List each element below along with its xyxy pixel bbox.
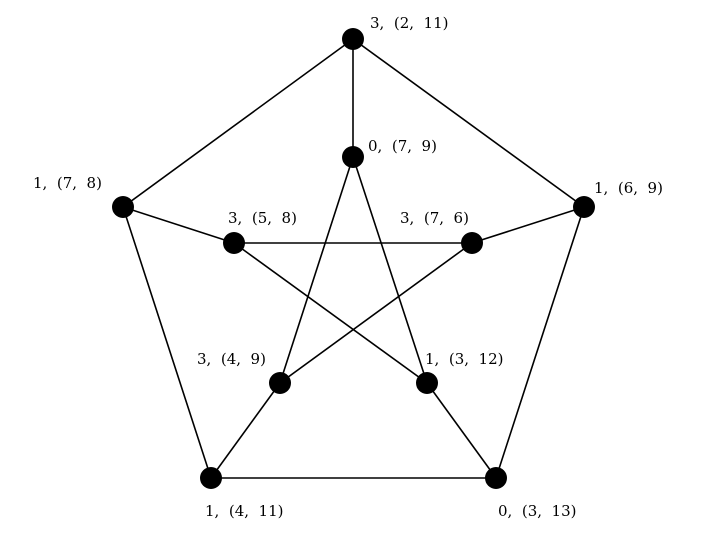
node-label-H: 1, (3, 12)	[425, 350, 504, 368]
edge-D-E	[122, 206, 212, 479]
edge-F-I	[279, 156, 354, 384]
node-label-D: 1, (4, 11)	[205, 502, 284, 520]
edge-E-A	[122, 38, 354, 208]
edge-B-C	[495, 206, 585, 479]
node-H	[416, 372, 438, 394]
node-B	[573, 196, 595, 218]
node-I	[269, 372, 291, 394]
node-D	[200, 467, 222, 489]
node-C	[485, 467, 507, 489]
node-E	[112, 196, 134, 218]
edge-G-I	[279, 242, 473, 384]
edge-J-H	[233, 242, 428, 384]
edge-F-H	[352, 156, 428, 384]
node-label-J: 3, (5, 8)	[228, 209, 297, 227]
node-F	[342, 146, 364, 168]
node-label-A: 3, (2, 11)	[370, 14, 449, 32]
node-A	[342, 28, 364, 50]
edge-E-J	[122, 206, 235, 244]
edge-A-B	[352, 38, 585, 208]
edge-D-I	[210, 382, 281, 479]
node-label-I: 3, (4, 9)	[197, 350, 266, 368]
edge-B-G	[471, 206, 585, 244]
node-J	[223, 232, 245, 254]
node-label-G: 3, (7, 6)	[400, 209, 469, 227]
node-label-E: 1, (7, 8)	[33, 174, 102, 192]
node-G	[461, 232, 483, 254]
node-label-B: 1, (6, 9)	[594, 179, 663, 197]
edge-C-H	[426, 382, 497, 479]
node-label-F: 0, (7, 9)	[368, 137, 437, 155]
node-label-C: 0, (3, 13)	[498, 502, 577, 520]
